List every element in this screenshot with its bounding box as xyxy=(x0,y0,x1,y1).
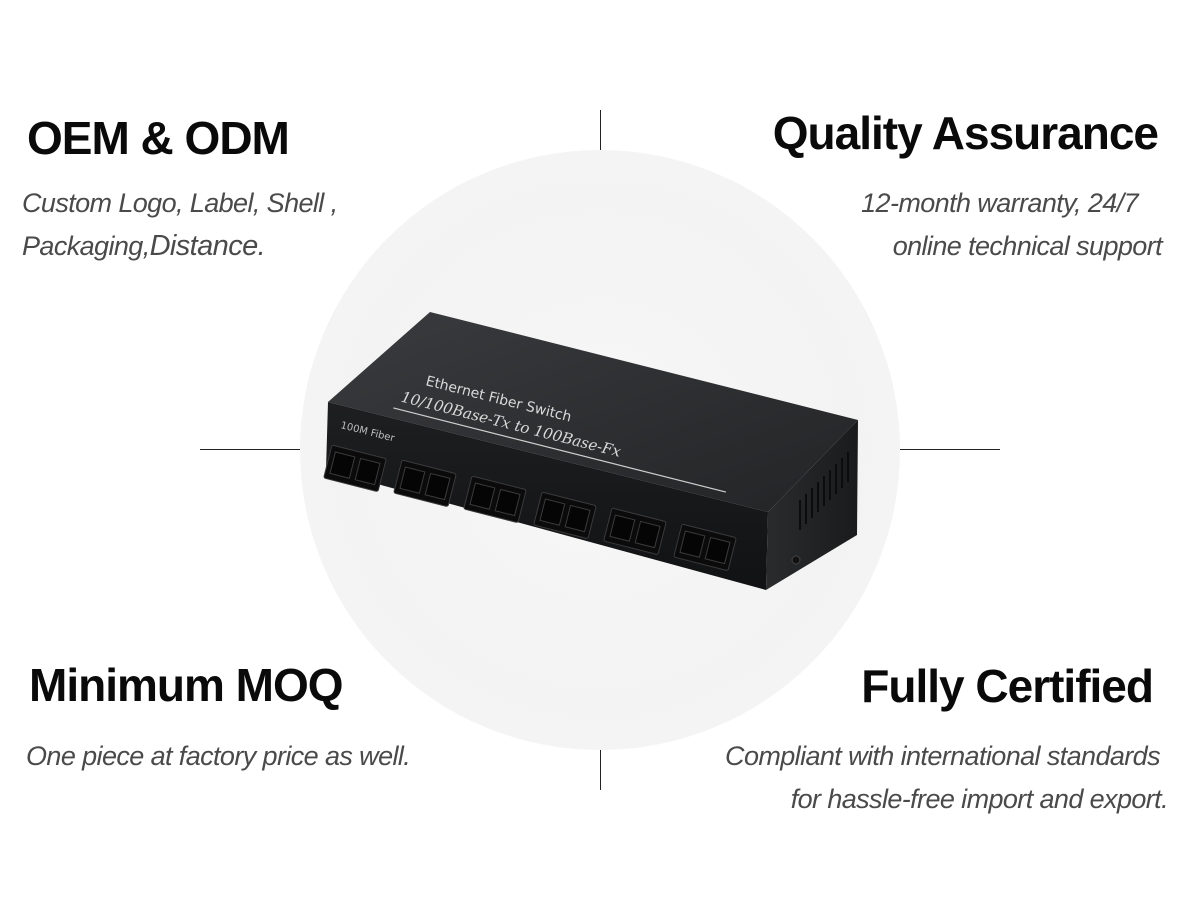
divider-left xyxy=(200,449,300,450)
switch-top-face xyxy=(328,312,858,512)
fiber-port-3 xyxy=(463,475,527,523)
fully-certified-description: Compliant with international standards f… xyxy=(725,735,1169,821)
minimum-moq-description: One piece at factory price as well. xyxy=(26,735,411,778)
oem-odm-heading: OEM & ODM xyxy=(27,112,290,164)
fully-certified-line-2: for hassle-free import and export. xyxy=(790,784,1169,814)
minimum-moq-heading: Minimum MOQ xyxy=(29,659,344,711)
divider-bottom xyxy=(600,750,601,790)
ethernet-fiber-switch-image: Ethernet Fiber Switch 10/100Base-Tx to 1… xyxy=(323,312,858,590)
divider-right xyxy=(900,449,1000,450)
oem-odm-line-2a: Packaging, xyxy=(22,231,150,261)
fiber-port-2 xyxy=(393,459,457,507)
fiber-port-1 xyxy=(323,444,387,492)
oem-odm-description: Custom Logo, Label, Shell , Packaging,Di… xyxy=(22,182,338,268)
divider-top xyxy=(600,110,601,150)
oem-odm-line-1: Custom Logo, Label, Shell , xyxy=(22,188,338,218)
quality-assurance-line-1: 12-month warranty, 24/7 xyxy=(861,188,1138,218)
side-vents xyxy=(799,452,849,530)
fiber-port-5 xyxy=(603,507,667,555)
fiber-ports xyxy=(323,444,737,571)
minimum-moq-line-1: One piece at factory price as well. xyxy=(26,741,411,771)
fiber-port-6 xyxy=(673,523,737,571)
quality-assurance-heading: Quality Assurance xyxy=(772,107,1159,159)
oem-odm-line-2: Packaging,Distance. xyxy=(22,225,338,268)
fully-certified-line-1: Compliant with international standards xyxy=(725,741,1161,771)
switch-label-underline xyxy=(393,407,727,493)
quality-assurance-line-2: online technical support xyxy=(892,231,1163,261)
fully-certified-heading: Fully Certified xyxy=(861,660,1154,712)
screw-icon xyxy=(791,555,801,565)
quality-assurance-description: 12-month warranty, 24/7 online technical… xyxy=(861,182,1162,268)
fiber-port-4 xyxy=(533,491,597,539)
oem-odm-line-2b: Distance. xyxy=(149,230,266,262)
